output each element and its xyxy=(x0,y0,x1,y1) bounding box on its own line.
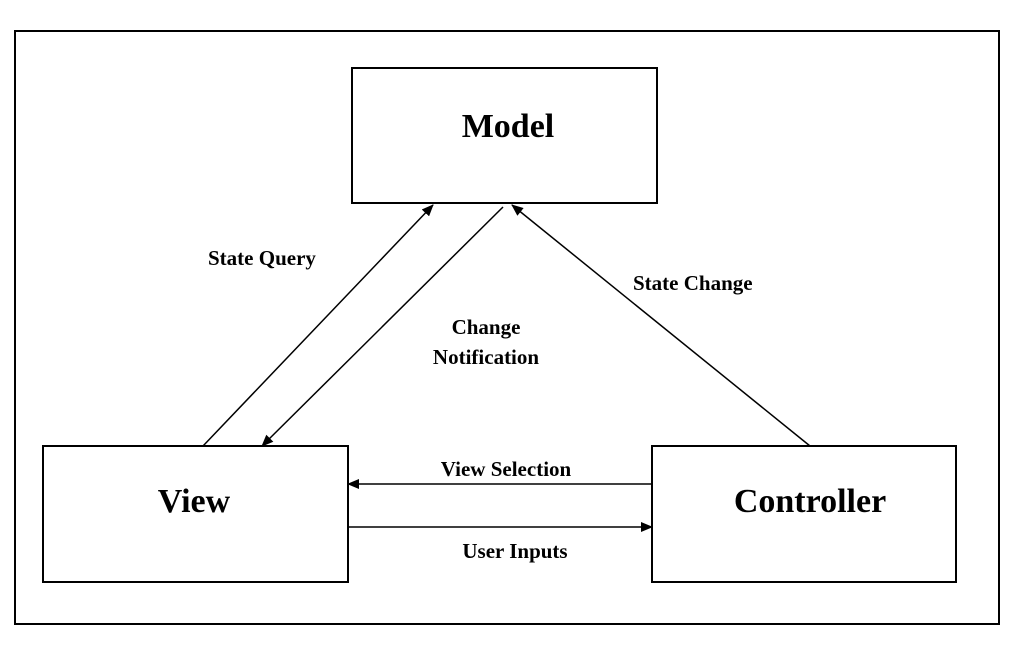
model-node: Model xyxy=(351,67,658,204)
view-selection-label: View Selection xyxy=(441,457,572,481)
view-box xyxy=(42,445,349,583)
controller-label: Controller xyxy=(734,483,886,520)
state-change-arrow xyxy=(511,204,811,447)
model-label: Model xyxy=(462,108,555,145)
view-label: View xyxy=(158,483,231,520)
change-notification-arrow xyxy=(261,206,504,447)
model-box xyxy=(351,67,658,204)
change-notification-label-line1: Change xyxy=(452,315,521,339)
state-change-label: State Change xyxy=(633,271,753,295)
state-query-label: State Query xyxy=(208,246,316,270)
state-query-arrow xyxy=(202,204,434,447)
view-node: View xyxy=(42,445,349,583)
diagram-frame xyxy=(14,30,1000,625)
change-notification-label-line2: Notification xyxy=(433,345,539,369)
controller-box xyxy=(651,445,957,583)
user-inputs-label: User Inputs xyxy=(462,539,567,563)
controller-node: Controller xyxy=(651,445,957,583)
